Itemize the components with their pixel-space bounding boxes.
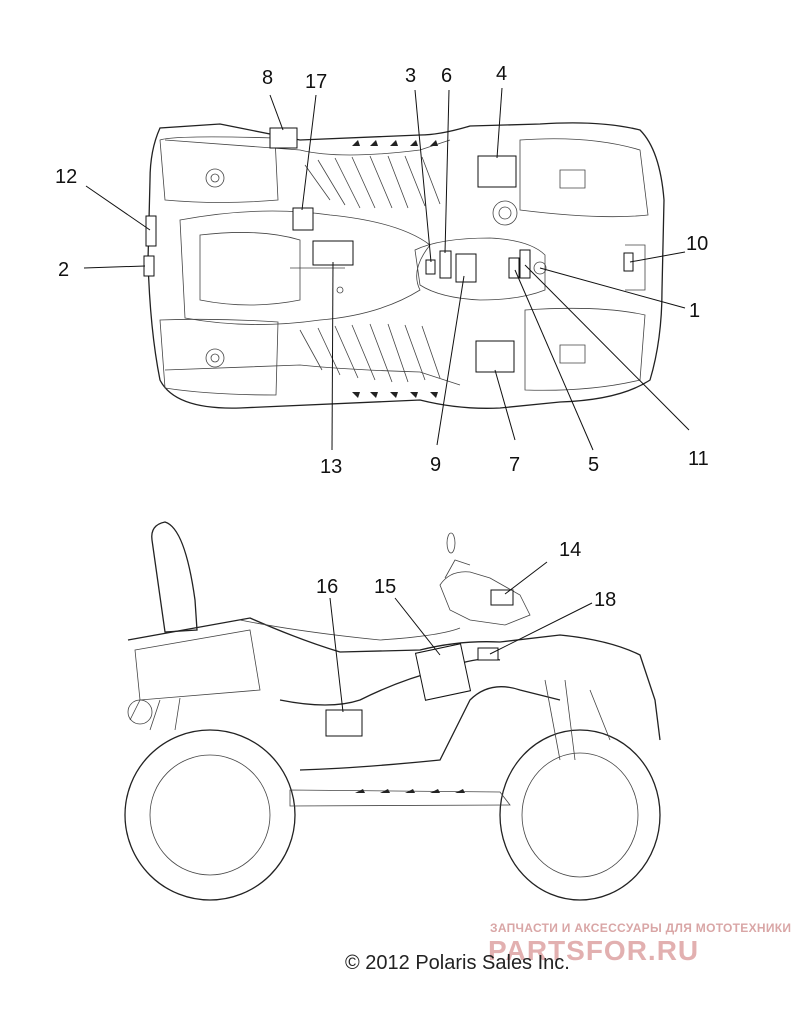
decal-10	[623, 252, 634, 272]
callout-7: 7	[509, 454, 520, 476]
decal-15	[414, 643, 472, 701]
callout-15: 15	[374, 576, 396, 598]
callout-11: 11	[688, 448, 709, 470]
callout-4: 4	[496, 63, 507, 85]
callout-8: 8	[262, 67, 273, 89]
callout-10: 10	[686, 233, 708, 255]
decal-16	[325, 709, 363, 737]
decal-11	[519, 249, 531, 279]
watermark-tagline: ЗАПЧАСТИ И АКСЕССУАРЫ ДЛЯ МОТОТЕХНИКИ	[490, 921, 792, 935]
callout-5: 5	[588, 454, 599, 476]
decal-18	[477, 647, 499, 661]
atv-top-view	[83, 87, 690, 451]
decal-5	[508, 257, 520, 279]
decal-6	[439, 250, 452, 279]
callout-17: 17	[305, 71, 327, 93]
decal-7	[475, 340, 515, 373]
decal-8	[269, 127, 298, 149]
callout-12: 12	[55, 166, 77, 188]
callout-1: 1	[689, 300, 700, 322]
decal-12	[145, 215, 157, 247]
decal-13	[312, 240, 354, 266]
decal-3	[425, 259, 436, 275]
copyright-text: © 2012 Polaris Sales Inc.	[345, 952, 570, 974]
decal-14	[490, 589, 514, 606]
callout-3: 3	[405, 65, 416, 87]
watermark-logo: PARTSFOR.RU	[488, 935, 700, 966]
callout-16: 16	[316, 576, 338, 598]
callout-13: 13	[320, 456, 342, 478]
decal-9	[455, 253, 477, 283]
callout-6: 6	[441, 65, 452, 87]
callout-18: 18	[594, 589, 616, 611]
callout-2: 2	[58, 259, 69, 281]
callout-9: 9	[430, 454, 441, 476]
decal-17	[292, 207, 314, 231]
callout-14: 14	[559, 539, 581, 561]
decal-2	[143, 255, 155, 277]
decal-4	[477, 155, 517, 188]
atv-side-view	[124, 521, 661, 901]
